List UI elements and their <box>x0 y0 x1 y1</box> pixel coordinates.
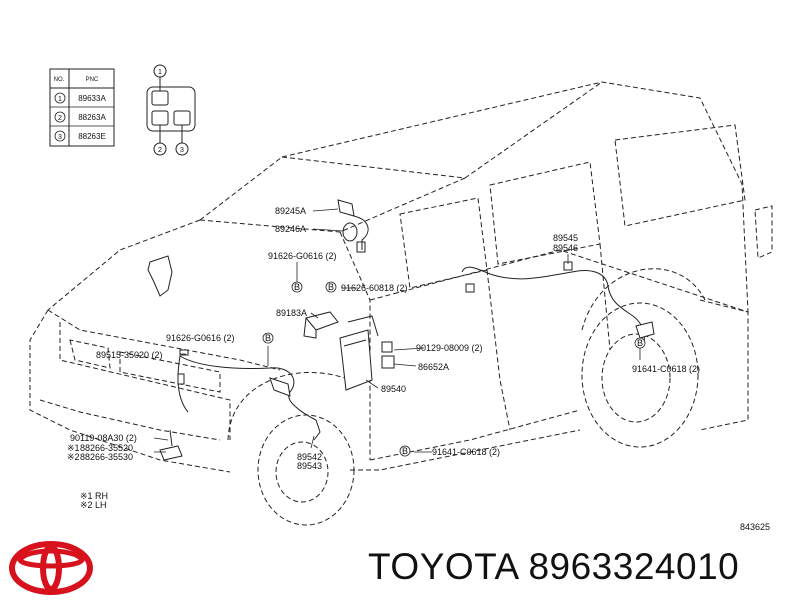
table-header-pnc: PNC <box>86 77 99 83</box>
callout-91641-c0618-b: 91641-C0618 (2) <box>632 364 700 374</box>
bolt-markers: B B B B B <box>262 281 646 457</box>
callout-89545: 89545 <box>553 233 578 243</box>
connector-diagram <box>146 64 196 156</box>
callout-89245a: 89245A <box>275 206 306 216</box>
callout-89546: 89546 <box>553 243 578 253</box>
note-lh: ※2 LH <box>80 500 107 510</box>
toyota-logo <box>9 541 93 595</box>
callout-88266-35530: 88266-35530 <box>80 452 133 462</box>
bolt-marker-label: B <box>637 338 643 348</box>
callout-88266-35520: 88266-35520 <box>80 443 133 453</box>
note-marker-2: ※2 <box>67 452 80 462</box>
bolt-marker-label: B <box>265 333 271 343</box>
note-rh: ※1 RH <box>80 491 108 501</box>
callout-91626-60818: 91626-60818 (2) <box>341 283 408 293</box>
callout-labels: 89245A 89246A 91626-G0616 (2) 91626-6081… <box>67 206 700 471</box>
table-row-pnc: 88263A <box>78 113 106 122</box>
table-header-no: NO. <box>54 77 65 83</box>
table-row-pnc: 89633A <box>78 94 106 103</box>
bolt-marker-label: B <box>294 282 300 292</box>
connector-label-3: 3 <box>180 147 184 154</box>
callout-91626-g0616: 91626-G0616 (2) <box>268 251 337 261</box>
table-row-no: 3 <box>58 134 62 141</box>
callout-89542: 89542 <box>297 452 322 462</box>
callout-90119-08a30: 90119-08A30 (2) <box>70 433 137 443</box>
callout-89183a: 89183A <box>276 308 307 318</box>
callout-91641-c0618: 91641-C0618 (2) <box>432 447 500 457</box>
brand-caption: TOYOTA 8963324010 <box>368 546 740 587</box>
callout-90129-08009: 90129-08009 (2) <box>416 343 483 353</box>
diagram-number: 843625 <box>740 522 770 532</box>
callout-89246a: 89246A <box>275 224 306 234</box>
table-row-pnc: 88263E <box>78 132 106 141</box>
callout-89515-35020: 89515-35020 (2) <box>96 350 163 360</box>
table-row-no: 1 <box>58 96 62 103</box>
note-marker-1: ※1 <box>67 443 80 453</box>
callout-86652a: 86652A <box>418 362 449 372</box>
table-row-no: 2 <box>58 115 62 122</box>
callout-89540: 89540 <box>381 384 406 394</box>
legend-table: NO. PNC 1 89633A 2 88263A 3 88263E <box>49 68 115 147</box>
vehicle-outline <box>29 81 773 526</box>
callout-91626-g0616-b: 91626-G0616 (2) <box>166 333 235 343</box>
bolt-marker-label: B <box>402 446 408 456</box>
callout-89543: 89543 <box>297 461 322 471</box>
parts <box>147 199 655 461</box>
connector-label-1: 1 <box>158 69 162 76</box>
bolt-marker-label: B <box>328 282 334 292</box>
connector-label-2: 2 <box>158 147 162 154</box>
leader-lines <box>153 208 641 453</box>
